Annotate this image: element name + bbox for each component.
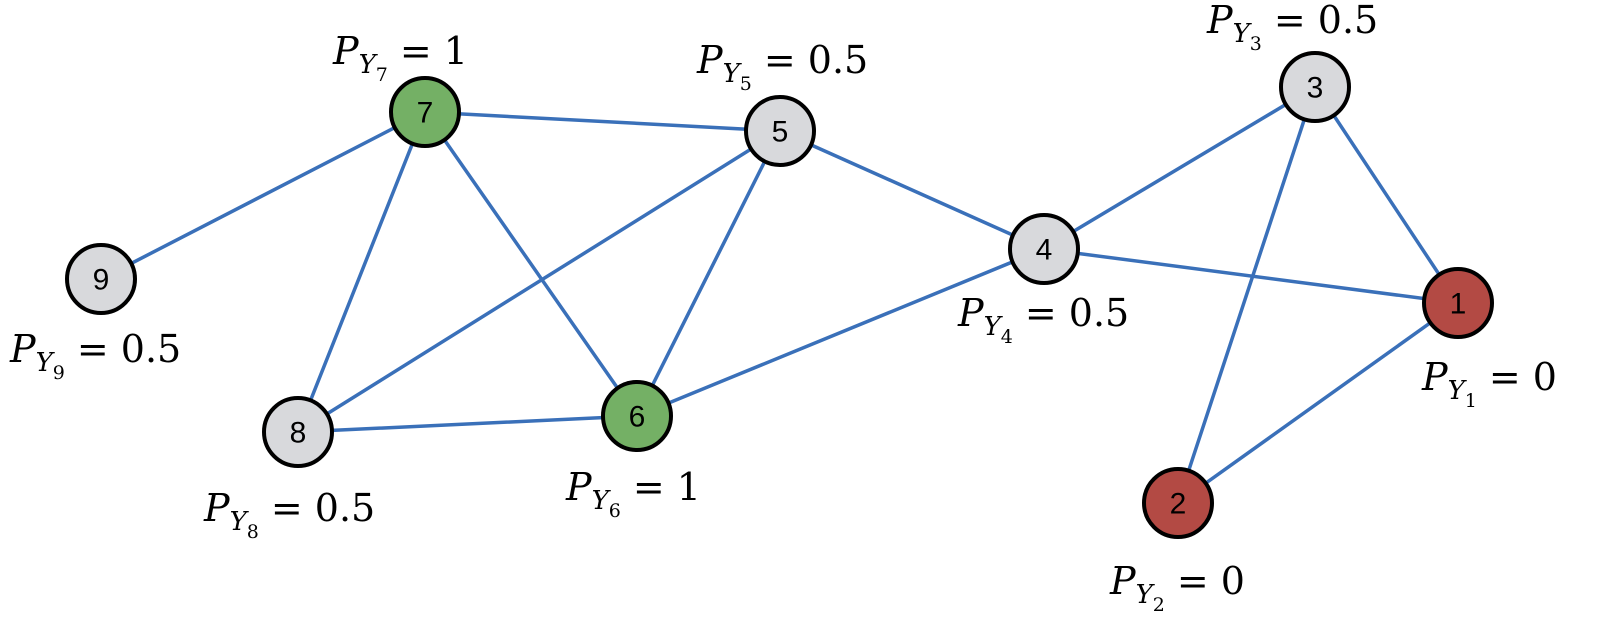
prob-label-6: PY6 = 1 <box>565 465 701 522</box>
node-number-3: 3 <box>1307 72 1324 105</box>
node-circle-6 <box>601 380 673 452</box>
node-circle-7 <box>389 76 461 148</box>
node-7: 7 <box>389 76 461 148</box>
prob-symbol: P <box>9 327 37 371</box>
edge-7-6 <box>423 110 639 418</box>
prob-subsubscript: 6 <box>609 500 621 522</box>
node-1: 1 <box>1422 267 1494 339</box>
prob-subscript: Y <box>1233 19 1253 49</box>
prob-subsubscript: 9 <box>53 362 65 384</box>
nodes-layer: 1 2 3 4 5 6 7 8 9 <box>65 51 1494 539</box>
prob-subsubscript: 8 <box>247 521 259 543</box>
node-number-5: 5 <box>772 116 789 149</box>
node-number-8: 8 <box>290 417 307 450</box>
node-circle-5 <box>744 95 816 167</box>
prob-symbol: P <box>203 486 231 530</box>
prob-value: = 0 <box>1177 559 1245 603</box>
prob-value: = 0.5 <box>271 486 375 530</box>
prob-subscript: Y <box>984 312 1004 342</box>
edge-5-8 <box>296 129 782 434</box>
node-3: 3 <box>1279 51 1351 123</box>
node-2: 2 <box>1142 467 1214 539</box>
node-number-1: 1 <box>1450 288 1467 321</box>
prob-value: = 0.5 <box>764 38 868 82</box>
node-6: 6 <box>601 380 673 452</box>
node-circle-4 <box>1008 213 1080 285</box>
node-circle-2 <box>1142 467 1214 539</box>
prob-value: = 0 <box>1489 355 1557 399</box>
edges-layer <box>99 85 1460 505</box>
prob-subscript: Y <box>1448 376 1468 406</box>
prob-value: = 0.5 <box>1025 291 1129 335</box>
node-number-7: 7 <box>417 97 434 130</box>
prob-value: = 0.5 <box>1274 0 1378 42</box>
node-circle-8 <box>262 396 334 468</box>
prob-symbol: P <box>1206 0 1234 42</box>
node-circle-3 <box>1279 51 1351 123</box>
node-8: 8 <box>262 396 334 468</box>
prob-symbol: P <box>1421 355 1449 399</box>
prob-symbol: P <box>565 465 593 509</box>
prob-value: = 0.5 <box>77 327 181 371</box>
prob-label-2: PY2 = 0 <box>1109 559 1245 616</box>
prob-subsubscript: 1 <box>1465 390 1477 412</box>
node-9: 9 <box>65 243 137 315</box>
prob-label-3: PY3 = 0.5 <box>1206 0 1378 55</box>
edge-5-6 <box>635 129 782 418</box>
edge-1-2 <box>1176 301 1460 505</box>
edge-3-1 <box>1313 85 1460 305</box>
prob-subscript: Y <box>36 348 56 378</box>
prob-label-7: PY7 = 1 <box>332 29 468 86</box>
edge-6-4 <box>635 247 1046 418</box>
prob-symbol: P <box>1109 559 1137 603</box>
node-circle-9 <box>65 243 137 315</box>
prob-subsubscript: 2 <box>1153 594 1165 616</box>
prob-subsubscript: 4 <box>1001 326 1013 348</box>
node-circle-1 <box>1422 267 1494 339</box>
prob-symbol: P <box>957 291 985 335</box>
prob-subscript: Y <box>723 59 743 89</box>
prob-subsubscript: 3 <box>1250 33 1262 55</box>
prob-subsubscript: 5 <box>740 73 752 95</box>
edge-7-5 <box>423 110 782 133</box>
edge-5-4 <box>778 129 1046 251</box>
prob-value: = 1 <box>633 465 701 509</box>
prob-subscript: Y <box>230 507 250 537</box>
node-5: 5 <box>744 95 816 167</box>
prob-label-4: PY4 = 0.5 <box>957 291 1129 348</box>
prob-subsubscript: 7 <box>376 64 388 86</box>
prob-label-8: PY8 = 0.5 <box>203 486 375 543</box>
prob-symbol: P <box>332 29 360 73</box>
edge-3-2 <box>1176 85 1317 505</box>
node-4: 4 <box>1008 213 1080 285</box>
node-number-9: 9 <box>93 264 110 297</box>
prob-value: = 1 <box>400 29 468 73</box>
prob-symbol: P <box>696 38 724 82</box>
node-number-2: 2 <box>1170 488 1187 521</box>
prob-label-5: PY5 = 0.5 <box>696 38 868 95</box>
prob-label-1: PY1 = 0 <box>1421 355 1557 412</box>
edge-7-9 <box>99 110 427 281</box>
prob-subscript: Y <box>359 50 379 80</box>
edge-8-6 <box>296 414 639 434</box>
edge-7-8 <box>296 110 427 434</box>
node-number-6: 6 <box>629 401 646 434</box>
prob-subscript: Y <box>1136 580 1156 610</box>
prob-subscript: Y <box>592 486 612 516</box>
prob-label-9: PY9 = 0.5 <box>9 327 181 384</box>
node-number-4: 4 <box>1036 234 1053 267</box>
edge-4-3 <box>1042 85 1317 251</box>
